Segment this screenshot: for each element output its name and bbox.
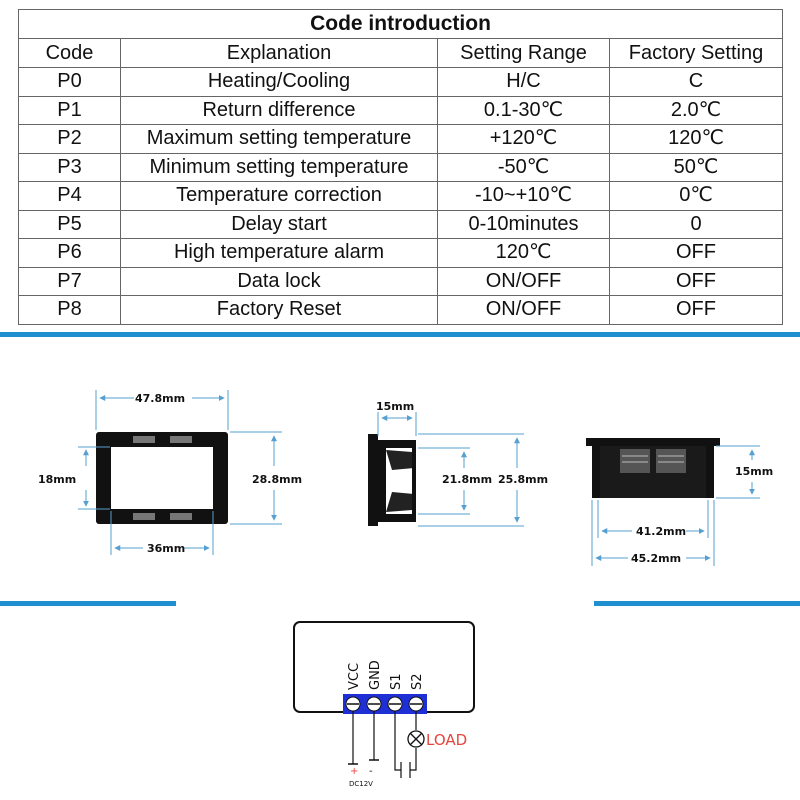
column-header-code: Code xyxy=(18,38,121,68)
cell-range: 0.1-30℃ xyxy=(437,95,610,125)
blue-divider-bar xyxy=(594,601,800,606)
front-view-drawing: 47.8mm 18mm 28.8mm 36mm xyxy=(38,390,302,555)
cell-range: ON/OFF xyxy=(437,266,610,296)
table-header-row: Code Explanation Setting Range Factory S… xyxy=(18,38,783,68)
cell-factory: OFF xyxy=(609,266,783,296)
cell-factory: 2.0℃ xyxy=(609,95,783,125)
cell-explanation: High temperature alarm xyxy=(120,238,438,268)
cell-factory: C xyxy=(609,67,783,97)
cell-code: P1 xyxy=(18,95,121,125)
dim-side-total: 25.8mm xyxy=(498,473,548,486)
cell-explanation: Factory Reset xyxy=(120,295,438,325)
terminal-label-s2: S2 xyxy=(410,673,425,690)
battery-minus: - xyxy=(369,766,373,777)
load-lamp-icon xyxy=(407,730,425,748)
cell-range: -10~+10℃ xyxy=(437,181,610,211)
cell-code: P6 xyxy=(18,238,121,268)
cell-factory: OFF xyxy=(609,295,783,325)
terminal-screw-icon xyxy=(366,696,382,712)
wiring-diagram: VCC GND S1 S2 + - DC12V LOAD xyxy=(293,621,475,788)
dim-back-total: 45.2mm xyxy=(631,552,681,565)
terminal-screw-icon xyxy=(387,696,403,712)
cell-explanation: Minimum setting temperature xyxy=(120,152,438,182)
blue-divider-bar xyxy=(0,601,176,606)
cell-range: -50℃ xyxy=(437,152,610,182)
column-header-setting-range: Setting Range xyxy=(437,38,610,68)
cell-factory: 50℃ xyxy=(609,152,783,182)
cell-code: P0 xyxy=(18,67,121,97)
cell-range: 0-10minutes xyxy=(437,209,610,239)
cell-explanation: Delay start xyxy=(120,209,438,239)
cell-factory: 0℃ xyxy=(609,181,783,211)
terminal-label-vcc: VCC xyxy=(347,663,362,690)
cell-range: ON/OFF xyxy=(437,295,610,325)
dim-front-inner-width: 36mm xyxy=(147,542,185,555)
terminal-screw-icon xyxy=(408,696,424,712)
column-header-factory-setting: Factory Setting xyxy=(609,38,783,68)
cell-code: P3 xyxy=(18,152,121,182)
terminal-label-gnd: GND xyxy=(368,660,383,690)
back-view-drawing: 15mm 41.2mm 45.2mm xyxy=(586,438,773,566)
cell-explanation: Temperature correction xyxy=(120,181,438,211)
cell-code: P8 xyxy=(18,295,121,325)
side-view-drawing: 15mm 21.8mm 25.8mm xyxy=(368,400,548,527)
dim-front-height: 28.8mm xyxy=(252,473,302,486)
cell-code: P7 xyxy=(18,266,121,296)
column-header-explanation: Explanation xyxy=(120,38,438,68)
cell-explanation: Data lock xyxy=(120,266,438,296)
code-introduction-table: Code introduction Code Explanation Setti… xyxy=(18,9,783,325)
cell-explanation: Return difference xyxy=(120,95,438,125)
battery-plus: + xyxy=(350,766,358,777)
load-label: LOAD xyxy=(426,731,467,749)
dim-front-width: 47.8mm xyxy=(135,392,185,405)
dim-side-inner: 21.8mm xyxy=(442,473,492,486)
cell-explanation: Maximum setting temperature xyxy=(120,124,438,154)
dim-back-depth: 15mm xyxy=(735,465,773,478)
terminal-block xyxy=(343,694,427,714)
cell-factory: OFF xyxy=(609,238,783,268)
terminal-label-s1: S1 xyxy=(389,673,404,690)
blue-divider-bar xyxy=(0,332,800,337)
dim-side-top: 15mm xyxy=(376,400,414,413)
table-title: Code introduction xyxy=(18,9,783,38)
dim-front-inner-height: 18mm xyxy=(38,473,76,486)
dim-back-inner: 41.2mm xyxy=(636,525,686,538)
supply-label: DC12V xyxy=(349,780,373,788)
cell-code: P2 xyxy=(18,124,121,154)
terminal-screw-icon xyxy=(345,696,361,712)
